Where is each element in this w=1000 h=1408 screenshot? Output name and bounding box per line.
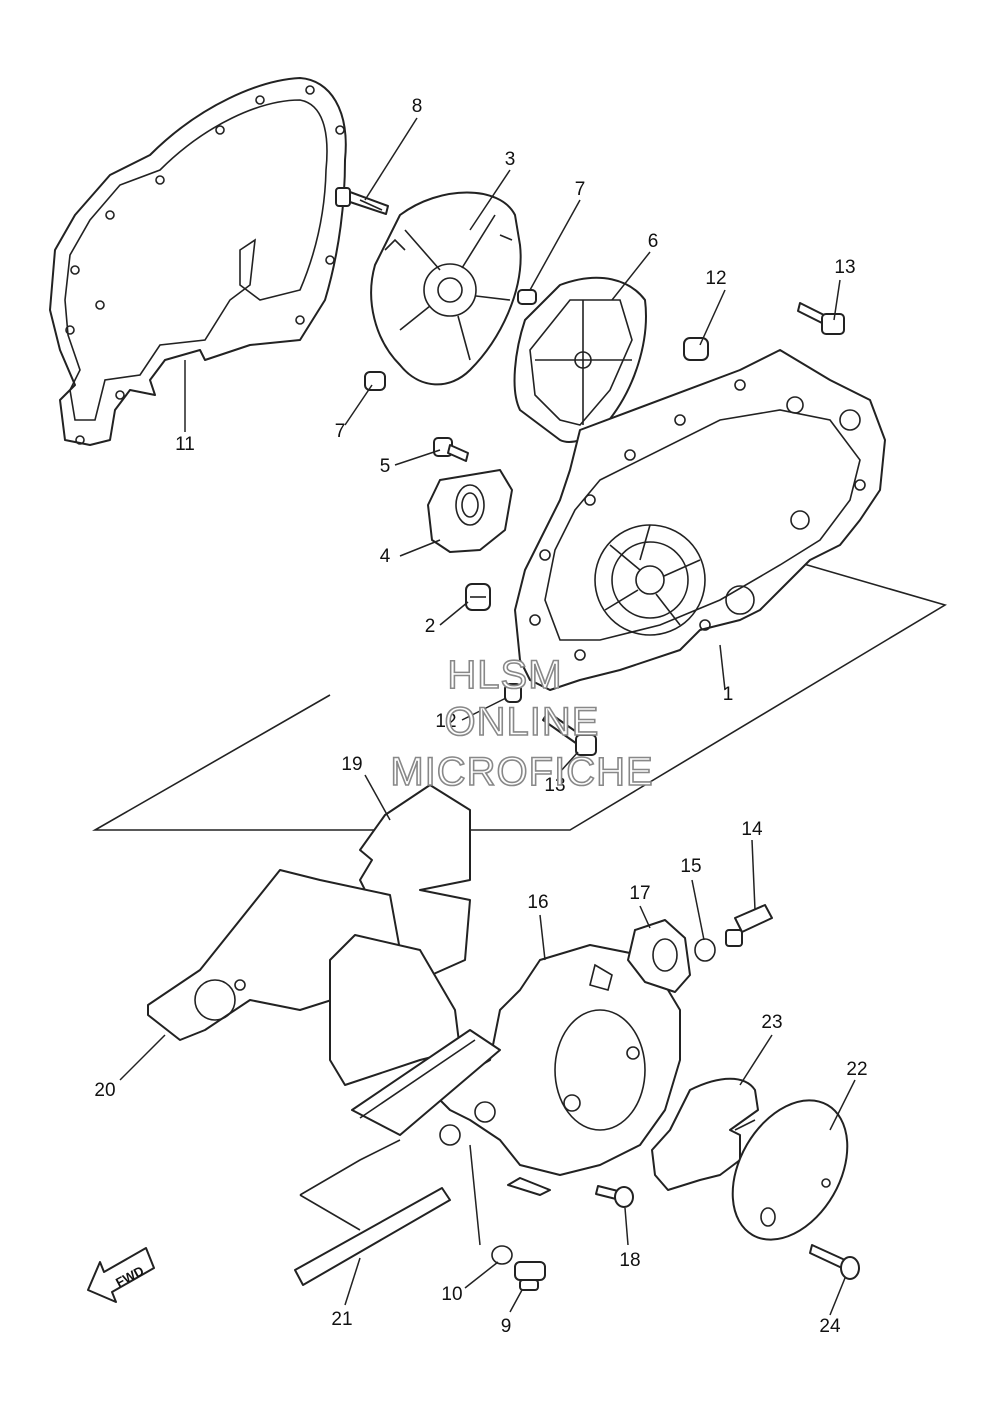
callout-labels: 8 3 7 7 6 12 13 11 5 4 2 1 12 13 19 16 1…	[94, 96, 867, 1337]
callout-19: 19	[341, 754, 362, 775]
callout-6: 6	[648, 231, 659, 252]
callout-3: 3	[505, 149, 516, 170]
part-dowel-pin	[517, 289, 537, 305]
callout-15: 15	[680, 856, 701, 877]
assembly-reference-lines	[92, 559, 947, 1231]
part-dowel	[504, 683, 522, 703]
callout-20: 20	[94, 1080, 115, 1101]
callout-24: 24	[819, 1316, 841, 1337]
callout-1: 1	[723, 684, 734, 705]
callout-14: 14	[741, 819, 763, 840]
callout-12: 12	[435, 711, 456, 732]
part-flange-bolt	[797, 302, 845, 335]
part-plug	[514, 1261, 546, 1291]
part-o-ring	[694, 938, 716, 962]
part-impeller-housing	[370, 191, 522, 386]
callout-21: 21	[331, 1309, 352, 1330]
part-dowel-pin	[364, 371, 386, 391]
callout-7: 7	[335, 421, 346, 442]
part-screw	[809, 1244, 860, 1280]
watermark-line-3: MICROFICHE	[390, 750, 653, 794]
part-long-bolt	[335, 187, 389, 215]
part-flange-bolt	[542, 711, 597, 756]
callout-9: 9	[501, 1316, 512, 1337]
callout-12: 12	[705, 268, 726, 289]
callout-17: 17	[629, 883, 650, 904]
callout-16: 16	[527, 892, 548, 913]
watermark-line-1: HLSM	[447, 653, 562, 697]
callout-22: 22	[846, 1059, 867, 1080]
callout-4: 4	[380, 546, 391, 567]
part-bracket	[627, 919, 691, 993]
callout-5: 5	[380, 456, 391, 477]
watermark-line-2: ONLINE	[445, 700, 600, 744]
callout-13: 13	[834, 257, 855, 278]
part-gasket	[49, 77, 347, 446]
callout-10: 10	[441, 1284, 462, 1305]
part-plug	[465, 583, 491, 611]
callout-11: 11	[175, 434, 195, 455]
callout-8: 8	[412, 96, 423, 117]
part-crankcase-cover	[514, 349, 886, 691]
watermark: HLSM ONLINE MICROFICHE	[390, 652, 654, 795]
leader-lines	[119, 117, 856, 1316]
part-o-ring	[491, 1245, 513, 1265]
part-drain-plug	[725, 904, 773, 947]
callout-7: 7	[575, 179, 586, 200]
part-dowel	[683, 337, 709, 361]
callout-18: 18	[619, 1250, 640, 1271]
part-disc-cover	[731, 1099, 849, 1241]
callout-2: 2	[425, 616, 436, 637]
part-seal-plate	[427, 469, 513, 553]
part-bolt-small	[433, 437, 469, 462]
part-fan	[651, 1077, 759, 1191]
part-screw	[595, 1185, 634, 1208]
forward-direction-arrow: FWD	[87, 1247, 155, 1303]
callout-13: 13	[544, 775, 565, 796]
part-strip	[294, 1187, 451, 1286]
callout-23: 23	[761, 1012, 782, 1033]
